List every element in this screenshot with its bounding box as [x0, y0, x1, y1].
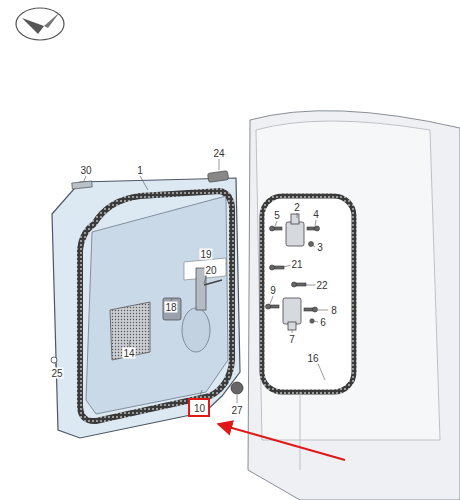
leader-line: [55, 159, 328, 403]
callout-number: 1: [136, 165, 144, 176]
callout-number: 6: [319, 317, 327, 328]
callout-number: 27: [230, 405, 243, 416]
door-trim-parts: [51, 171, 243, 394]
callout-number: 21: [290, 259, 303, 270]
callout-number: 10: [194, 403, 204, 414]
callout-number: 20: [204, 265, 217, 276]
callout-number: 24: [212, 148, 225, 159]
callout-number: 16: [306, 353, 319, 364]
logo: [16, 8, 64, 40]
callout-number: 19: [199, 249, 212, 260]
highlight-box: 10: [188, 398, 210, 417]
callout-number: 25: [50, 368, 63, 379]
callout-number: 3: [316, 242, 324, 253]
callout-number: 5: [273, 210, 281, 221]
callout-number: 7: [288, 334, 296, 345]
callout-number: 14: [122, 348, 135, 359]
callout-number: 18: [164, 302, 177, 313]
callout-number: 4: [312, 209, 320, 220]
callout-number: 2: [293, 202, 301, 213]
callout-number: 22: [315, 280, 328, 291]
bolt: [266, 226, 320, 323]
pointer-arrow: [218, 424, 345, 460]
callout-number: 8: [330, 305, 338, 316]
hinge: [283, 214, 304, 330]
callout-number: 30: [79, 165, 92, 176]
callout-number: 9: [269, 285, 277, 296]
door-panel: [52, 178, 240, 438]
